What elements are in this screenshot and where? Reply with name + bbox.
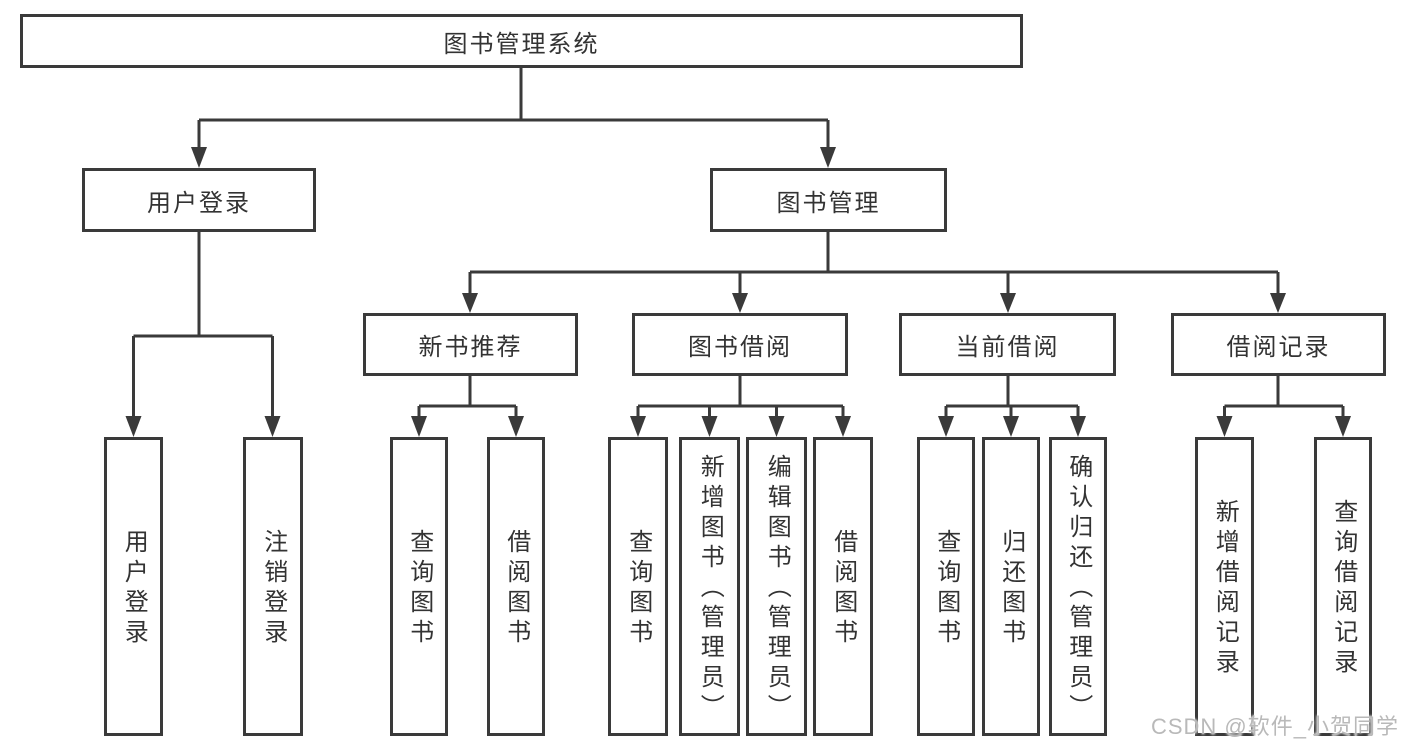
node-new-book-recommend: 新书推荐 [363,313,578,376]
leaf-query-books-current: 查询图书 [917,437,975,736]
leaf-edit-book-admin: 编辑图书（管理员） [746,437,807,736]
node-book-management: 图书管理 [710,168,947,232]
leaf-add-book-admin: 新增图书（管理员） [679,437,740,736]
leaf-add-borrow-record: 新增借阅记录 [1195,437,1254,736]
arrowheads [125,147,1351,437]
node-book-borrow: 图书借阅 [632,313,848,376]
leaf-logout: 注销登录 [243,437,303,736]
node-current-borrow: 当前借阅 [899,313,1116,376]
leaf-user-login: 用户登录 [104,437,163,736]
leaf-confirm-return-admin: 确认归还（管理员） [1049,437,1107,736]
leaf-query-borrow-record: 查询借阅记录 [1314,437,1372,736]
leaf-borrow-books-recommend: 借阅图书 [487,437,545,736]
leaf-return-book: 归还图书 [982,437,1040,736]
node-root-library-system: 图书管理系统 [20,14,1023,68]
node-borrow-records: 借阅记录 [1171,313,1386,376]
leaf-borrow-books: 借阅图书 [813,437,873,736]
leaf-query-books-recommend: 查询图书 [390,437,448,736]
csdn-watermark: CSDN @软件_小贺同学 [1150,714,1399,739]
leaf-query-books-borrow: 查询图书 [608,437,668,736]
node-user-login: 用户登录 [82,168,316,232]
